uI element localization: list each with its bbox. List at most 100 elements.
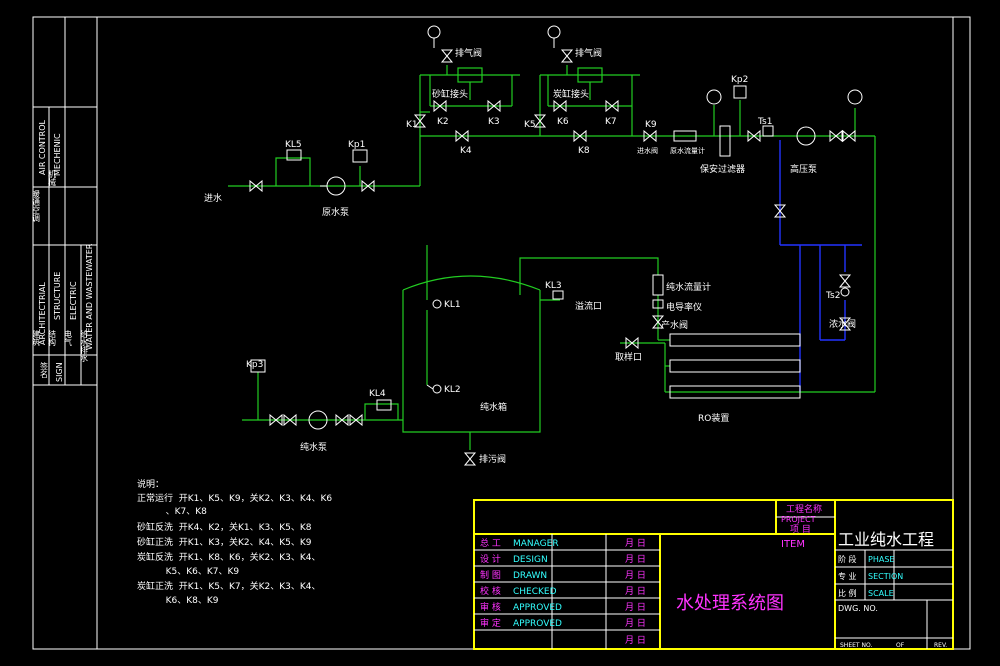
raw-pump-label: 原水泵 [322,206,349,218]
drain-label: 排污阀 [479,453,506,465]
product-valve-label: 产水阀 [661,319,688,331]
conductivity-label: 电导率仪 [666,301,702,313]
role-en-approved-final: APPROVED [513,619,562,629]
structure-label: STRUCTURE [53,272,62,320]
vent2-label: 排气阀 [575,47,602,59]
rev-label: REV. [934,642,947,649]
k3-label: K3 [488,117,500,127]
role-en-design: DESIGN [513,555,548,565]
scale-cn: 比 例 [838,588,857,598]
title-block: 工程名称 PROJECT 项 目 ITEM 工业纯水工程 水处理系统图 总 工 … [473,499,954,650]
kp3-label: Kp3 [246,360,263,370]
side-strip: AIR CONTROL MECHENIC ARCHITECTRIAL STRUC… [32,17,97,386]
security-filter-label: 保安过滤器 [700,163,745,175]
k1-label: K1 [406,120,418,130]
role-cn-checked: 校 核 [480,585,501,597]
kl5-label: KL5 [285,140,302,150]
kp1-label: Kp1 [348,140,365,150]
inlet-label: 进水 [204,192,222,204]
section-en: SECTION [868,572,903,581]
pure-meter-label: 纯水流量计 [666,281,711,293]
k5-label: K5 [524,120,536,130]
note-line: 砂缸反洗 开K4、K2，关K1、K3、K5、K8 [137,521,312,533]
date-cell: 月 日 [625,570,646,581]
of-label: OF [896,642,905,649]
project-title: 工业纯水工程 [838,530,934,549]
k6-label: K6 [557,117,569,127]
notes-title: 说明： [137,478,164,490]
note-line: 砂缸正洗 开K1、K3，关K2、K4、K5、K9 [137,536,312,548]
overflow-label: 溢流口 [575,300,602,312]
ro-label: RO装置 [698,412,729,424]
pure-pump-label: 纯水泵 [300,441,327,453]
date-cell: 月 日 [625,635,646,646]
sheet-no-label: SHEET NO. [840,642,872,649]
kp2-label: Kp2 [731,75,748,85]
date-cell: 月 日 [625,586,646,597]
water-cn-label: 给水排水 [80,329,89,362]
kl4-label: KL4 [369,389,386,399]
role-cn-approved-final: 审 定 [480,617,501,629]
role-cn-design: 设 计 [480,553,501,565]
kl1-label: KL1 [444,300,461,310]
diagram-labels: 进水 原水泵 KL5 Kp1 排气阀 排气阀 砂缸接头 炭缸接头 K1 K2 K… [204,47,856,465]
date-cell: 月 日 [625,554,646,565]
water-label: WATER AND WASTEWATER [85,243,94,350]
note-line: K6、K8、K9 [137,596,219,606]
tank-label: 纯水箱 [480,401,507,413]
k9-label: K9 [645,120,657,130]
drawing-title: 水处理系统图 [676,593,784,614]
concentrate-valve-label: 浓水阀 [829,318,856,330]
role-cn-approved: 审 核 [480,601,501,613]
project-en: PROJECT [781,515,816,524]
carbon-head-label: 炭缸接头 [553,88,589,100]
note-line: 、K7、K8 [137,507,207,517]
scale-en: SCALE [868,589,894,598]
item-en: ITEM [781,539,805,550]
role-cn-manager: 总 工 [480,537,501,549]
phase-en: PHASE [868,555,894,564]
electric-label: ELECTRIC [69,281,78,320]
dwg-no-label: DWG. NO. [838,604,878,613]
note-line: K5、K6、K7、K9 [137,567,239,577]
equipment [249,25,863,466]
k7-label: K7 [605,117,617,127]
air-control-label: AIR CONTROL [38,119,47,175]
role-en-manager: MANAGER [513,539,559,549]
k4-label: K4 [460,146,472,156]
sand-head-label: 砂缸接头 [432,88,468,100]
role-cn-drawn: 制 图 [480,569,501,581]
date-cell: 月 日 [625,602,646,613]
note-line: 炭缸反洗 开K1、K8、K6，关K2、K3、K4、 [137,551,321,563]
sign-cn-label: 签名 [40,361,49,379]
role-en-drawn: DRAWN [513,571,547,581]
phase-cn: 阶 段 [838,554,857,564]
date-cell: 月 日 [625,618,646,629]
sign-label: SIGN [55,362,64,382]
vent1-label: 排气阀 [455,47,482,59]
raw-meter-label: 原水流量计 [670,146,705,155]
arch-cn-label: 建筑 [32,329,41,347]
role-en-checked: CHECKED [513,587,557,597]
k2-label: K2 [437,117,449,127]
struct-cn-label: 结构 [48,329,57,347]
ts1-label: Ts1 [757,117,772,127]
section-cn: 专 业 [838,571,857,581]
note-line: 炭缸正洗 开K1、K5、K7，关K2、K3、K4、 [137,580,321,592]
mech-cn-label: 机械 [48,169,57,187]
date-cell: 月 日 [625,538,646,549]
role-en-approved: APPROVED [513,603,562,613]
architectural-label: ARCHITECTRIAL [38,282,47,345]
k8-label: K8 [578,146,590,156]
ts2-label: Ts2 [825,291,840,301]
hp-pump-label: 高压泵 [790,163,817,175]
notes: 说明： 正常运行 开K1、K5、K9，关K2、K3、K4、K6 、K7、K8 砂… [137,478,332,606]
sample-port-label: 取样口 [615,351,642,363]
project-name-cn: 工程名称 [786,503,822,515]
kl2-label: KL2 [444,385,461,395]
inlet-valve-label: 进水阀 [637,146,658,155]
elec-cn-label: 电气 [64,329,73,346]
mechanic-label: MECHENIC [53,133,62,176]
note-line: 正常运行 开K1、K5、K9，关K2、K3、K4、K6 [137,492,332,504]
